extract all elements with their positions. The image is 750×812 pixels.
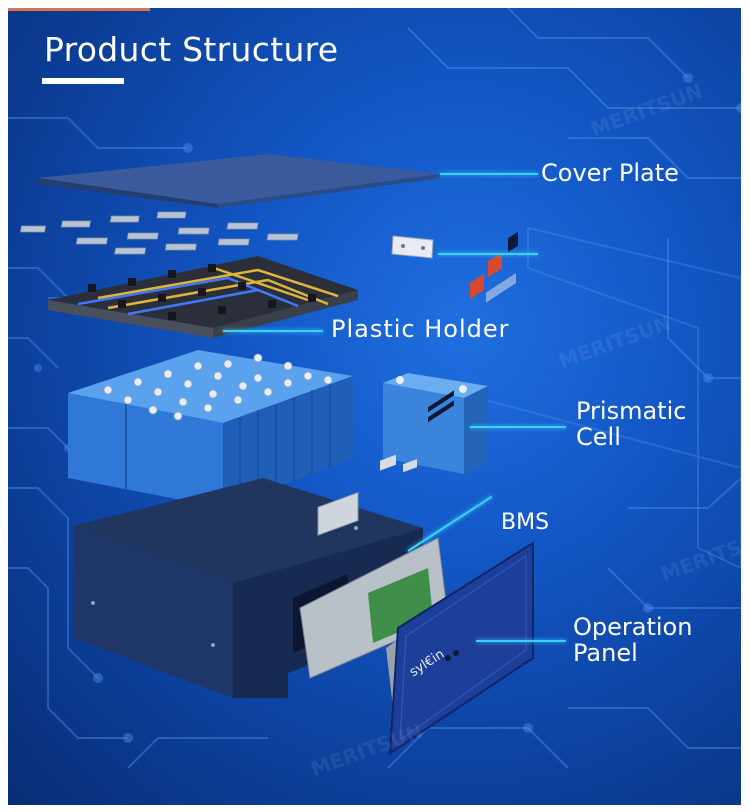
prismatic-cell-leader xyxy=(470,426,566,428)
plastic-holder-label: Plastic Holder xyxy=(331,315,510,343)
cell-pack xyxy=(68,350,353,508)
operation-panel-leader xyxy=(476,640,566,642)
cover-plate-leader xyxy=(440,173,538,175)
plastic-holder xyxy=(48,256,358,338)
plastic-holder-leader xyxy=(223,330,323,332)
connector-leader xyxy=(438,253,538,255)
product-image: Product Structure syl€in MERITSUN MERITS… xyxy=(8,8,741,805)
operation-panel xyxy=(386,231,534,755)
prismatic-cell-label-line1: Prismatic xyxy=(576,397,687,425)
operation-panel-label-line2: Panel xyxy=(573,639,638,667)
prismatic-cell xyxy=(383,373,488,474)
page-title: Product Structure xyxy=(44,30,339,69)
cover-plate-label: Cover Plate xyxy=(541,159,679,187)
bms-label: BMS xyxy=(501,510,550,535)
background-box xyxy=(477,226,741,570)
operation-panel-label-line1: Operation xyxy=(573,613,693,641)
title-underline xyxy=(42,78,124,84)
top-accent-bar xyxy=(8,8,150,11)
cover-plate xyxy=(38,154,440,208)
small-connector xyxy=(391,235,434,259)
busbars xyxy=(20,211,299,255)
circuit-pads xyxy=(34,73,741,743)
circuit-traces xyxy=(8,8,741,769)
exploded-battery-illustration xyxy=(8,8,741,769)
prismatic-cell-label-line2: Cell xyxy=(576,423,621,451)
